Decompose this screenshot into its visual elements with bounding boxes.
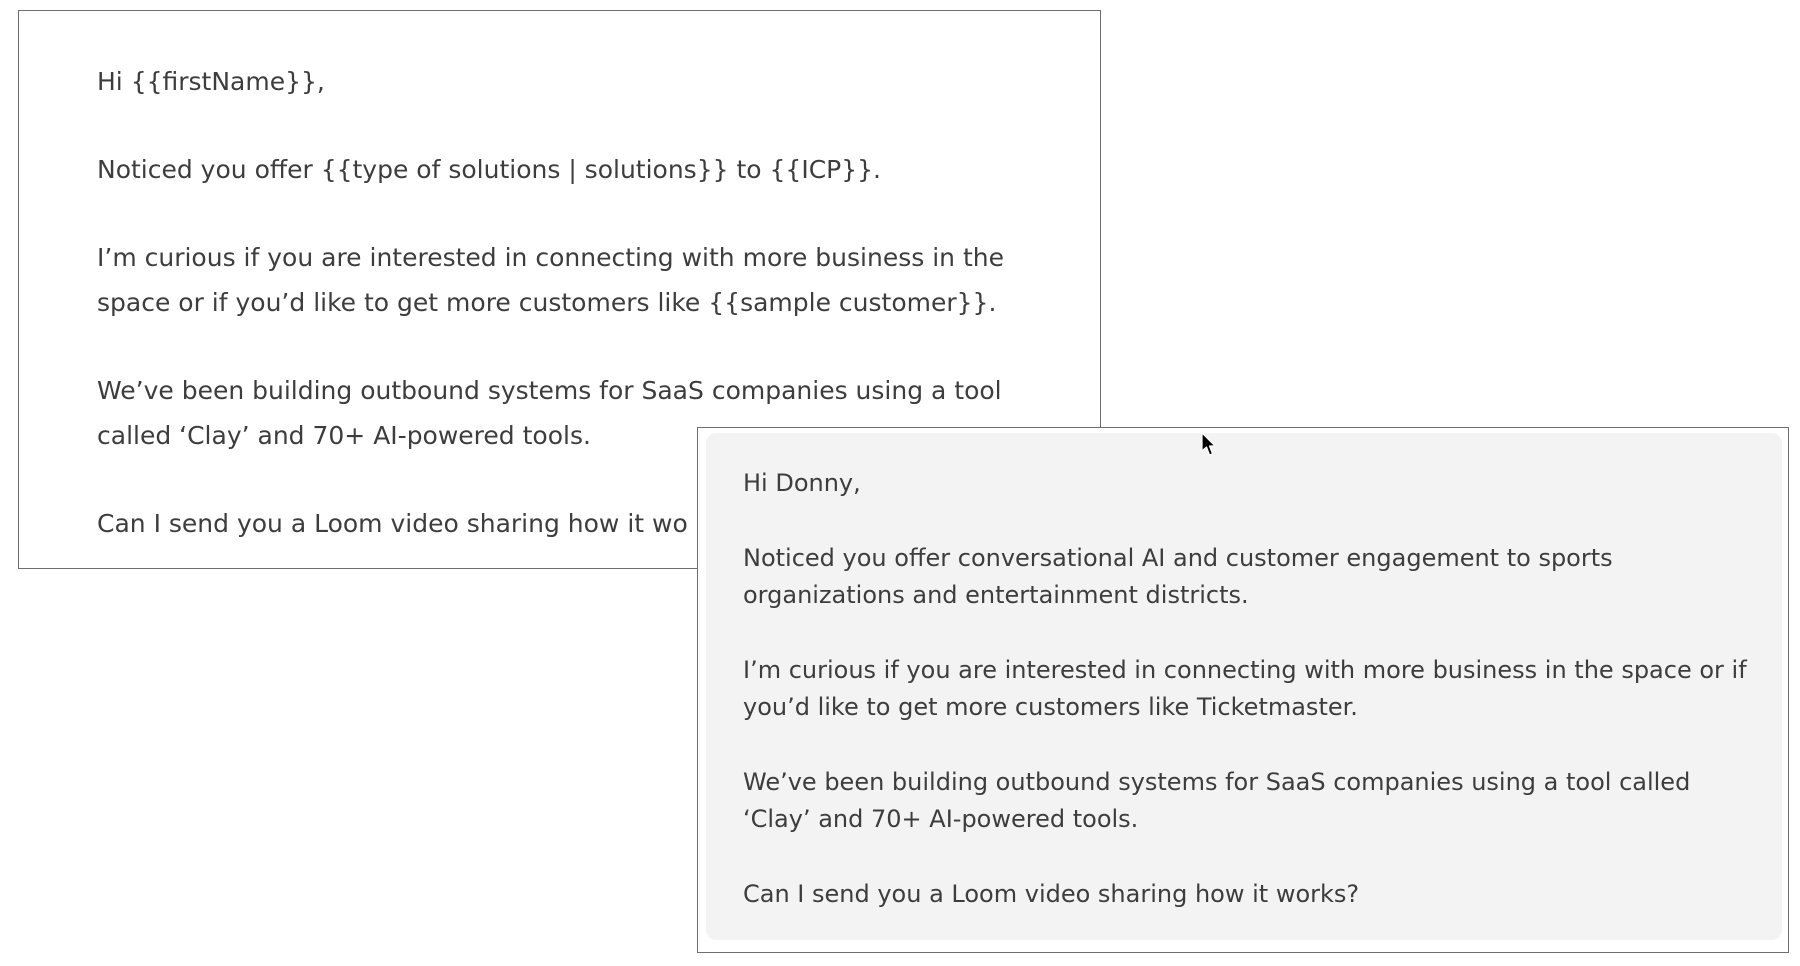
personalized-email-body: Hi Donny, Noticed you offer conversation… <box>706 433 1782 940</box>
personalized-greeting: Hi Donny, <box>743 469 861 497</box>
template-greeting: Hi {{firstName}}, <box>97 67 325 96</box>
personalized-paragraph-building: We’ve been building outbound systems for… <box>743 768 1691 833</box>
template-paragraph-ask: Can I send you a Loom video sharing how … <box>97 509 688 538</box>
personalized-paragraph-curious: I’m curious if you are interested in con… <box>743 656 1747 721</box>
template-paragraph-offer: Noticed you offer {{type of solutions | … <box>97 155 881 184</box>
mouse-pointer-icon <box>1201 432 1216 456</box>
template-email-card: Hi {{firstName}}, Noticed you offer {{ty… <box>18 10 1101 569</box>
template-paragraph-curious: I’m curious if you are interested in con… <box>97 243 1004 317</box>
personalized-email-card: Hi Donny, Noticed you offer conversation… <box>697 427 1789 953</box>
personalized-paragraph-offer: Noticed you offer conversational AI and … <box>743 544 1613 609</box>
personalized-paragraph-ask: Can I send you a Loom video sharing how … <box>743 880 1360 908</box>
template-paragraph-building: We’ve been building outbound systems for… <box>97 376 1002 450</box>
